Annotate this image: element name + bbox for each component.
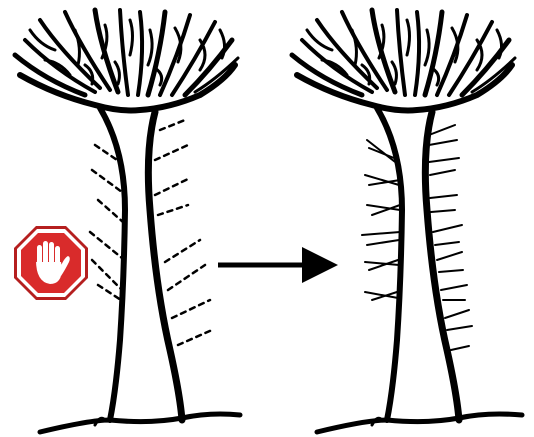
arrow-head — [302, 247, 338, 283]
tree-before — [15, 10, 240, 432]
transition-arrow — [218, 247, 338, 283]
tree-after — [292, 10, 522, 432]
tree-after-solid-shoots — [362, 125, 472, 350]
tree-before-crown — [15, 10, 238, 110]
tree-after-trunk — [317, 108, 522, 432]
stop-sign — [14, 226, 88, 300]
tree-after-crown — [292, 10, 515, 110]
